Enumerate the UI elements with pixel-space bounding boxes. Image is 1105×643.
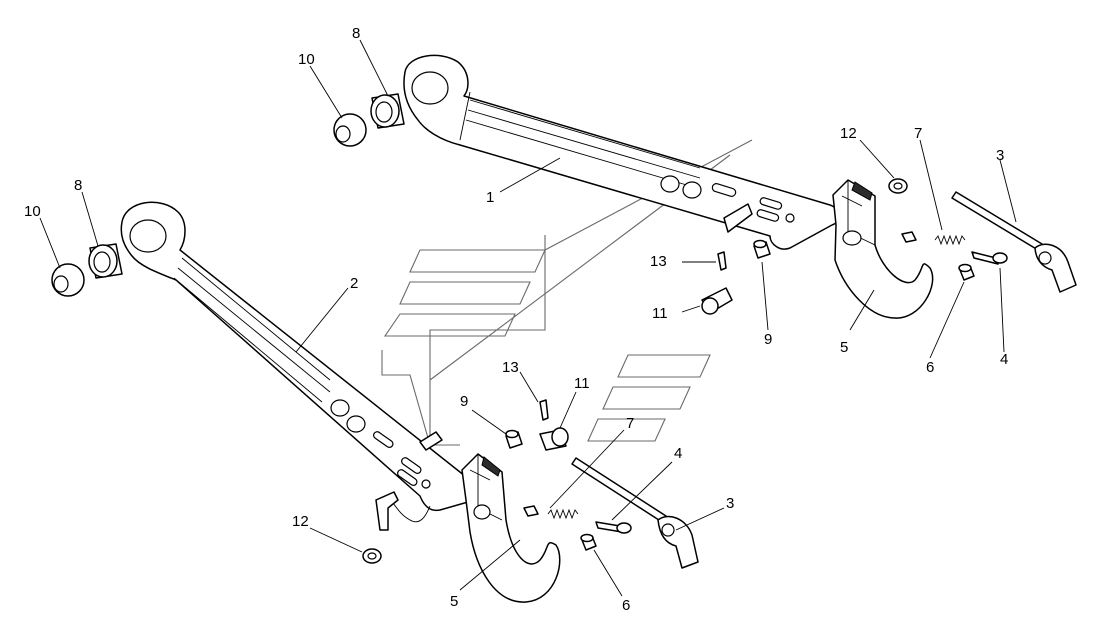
arm-2 bbox=[120, 201, 478, 512]
label-1: 1 bbox=[486, 189, 494, 206]
sleeve-9-lower bbox=[505, 429, 523, 449]
bushing-6-upper bbox=[958, 263, 975, 281]
screw-lower bbox=[523, 505, 539, 517]
cotter-13-lower bbox=[539, 399, 549, 421]
label-3-lower: 3 bbox=[726, 495, 734, 512]
sleeve-9-upper bbox=[753, 239, 771, 259]
ring-8-upper bbox=[370, 93, 405, 129]
label-12-lower: 12 bbox=[292, 513, 309, 530]
label-10-upper: 10 bbox=[298, 51, 315, 68]
label-3-upper: 3 bbox=[996, 147, 1004, 164]
handle-3-upper bbox=[951, 191, 1077, 293]
hook-5-lower bbox=[461, 453, 561, 603]
hook-5-upper bbox=[832, 179, 934, 319]
pin-4-lower bbox=[595, 521, 632, 534]
label-4-lower: 4 bbox=[674, 445, 682, 462]
label-11-upper: 11 bbox=[652, 305, 668, 322]
label-5-lower: 5 bbox=[450, 593, 458, 610]
leader-lines bbox=[39, 39, 1017, 597]
ring-8-lower bbox=[88, 243, 123, 279]
handle-3-lower bbox=[571, 457, 699, 569]
axle-11-lower bbox=[539, 427, 569, 451]
label-8-upper: 8 bbox=[352, 25, 360, 42]
label-2: 2 bbox=[350, 275, 358, 292]
callout-labels: 1 2 3 3 4 4 5 5 6 6 7 7 8 8 9 9 10 10 11… bbox=[24, 25, 1008, 614]
label-7-lower: 7 bbox=[626, 415, 634, 432]
label-11-lower: 11 bbox=[574, 375, 590, 392]
label-7-upper: 7 bbox=[914, 125, 922, 142]
washer-12-upper bbox=[888, 178, 908, 194]
label-9-lower: 9 bbox=[460, 393, 468, 410]
ball-joint-10-upper bbox=[333, 113, 367, 147]
axle-11-upper bbox=[701, 287, 733, 315]
washer-12-lower bbox=[362, 548, 382, 564]
label-6-upper: 6 bbox=[926, 359, 934, 376]
arm-1 bbox=[403, 54, 840, 250]
label-10-lower: 10 bbox=[24, 203, 41, 220]
spring-7-lower bbox=[547, 508, 579, 520]
label-13-upper: 13 bbox=[650, 253, 667, 270]
screw-upper bbox=[901, 231, 917, 243]
label-4-upper: 4 bbox=[1000, 351, 1008, 368]
label-9-upper: 9 bbox=[764, 331, 772, 348]
ball-joint-10-lower bbox=[51, 263, 85, 297]
label-12-upper: 12 bbox=[840, 125, 857, 142]
cotter-13-upper bbox=[717, 251, 727, 271]
spring-7-upper bbox=[934, 234, 966, 246]
label-13-lower: 13 bbox=[502, 359, 519, 376]
pin-4-upper bbox=[971, 251, 1008, 265]
label-8-lower: 8 bbox=[74, 177, 82, 194]
chain-lower bbox=[375, 491, 431, 531]
label-5-upper: 5 bbox=[840, 339, 848, 356]
label-6-lower: 6 bbox=[622, 597, 630, 614]
bushing-6-lower bbox=[580, 533, 597, 551]
